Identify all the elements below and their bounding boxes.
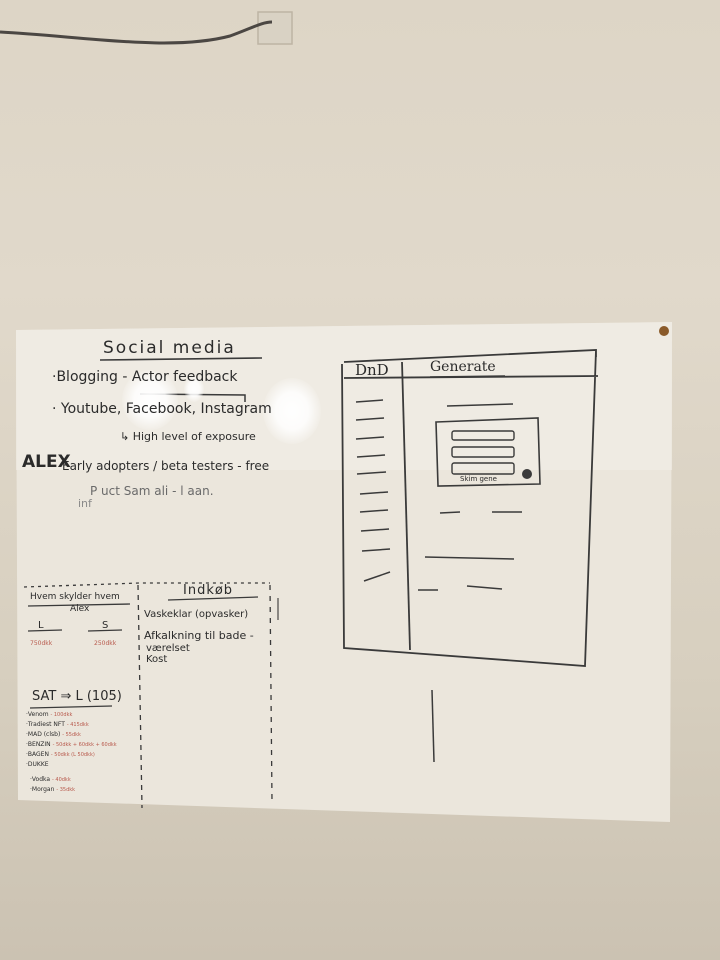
- sketch-list-lines: [355, 399, 391, 582]
- social-line-exposure: ↳ High level of exposure: [120, 430, 256, 443]
- light-glare: [263, 378, 321, 444]
- dotted-right: [269, 584, 273, 803]
- ledger-col-s: S: [102, 620, 109, 631]
- sketch-button-caption: Skim gene: [460, 475, 497, 483]
- ledger-extra-list: ·Vodka - 40dkk ·Morgan - 35dkk: [30, 776, 140, 796]
- sketch-dialog-fields: [451, 430, 515, 475]
- shopping-title: Indkøb: [183, 583, 234, 598]
- list-item: ·MAD (clsb) - 55dkk: [26, 731, 81, 738]
- social-line-blogging: ·Blogging - Actor feedback: [52, 369, 238, 385]
- wall-socket: [257, 11, 293, 45]
- ledger-item-list: ·Venom - 100dkk ·Tradiest NFT - 415dkk ·…: [26, 711, 138, 771]
- ledger-title: Hvem skylder hvem: [30, 592, 120, 602]
- ledger-subtitle: Alex: [70, 604, 90, 614]
- sketch-left-header: DnD: [355, 361, 389, 379]
- power-cable: [0, 20, 273, 45]
- list-item: ·BENZIN - 50dkk + 60dkk + 60dkk: [26, 741, 117, 748]
- ledger-amount-l: 750dkk: [30, 640, 53, 647]
- ledger-amount-s: 250dkk: [94, 640, 117, 647]
- list-item: ·DUKKE: [26, 761, 49, 768]
- title-underline: [99, 357, 263, 361]
- light-glare: [184, 376, 204, 402]
- social-faint-line-2: inf: [78, 497, 92, 510]
- shopping-item-broom: Kost: [146, 654, 168, 665]
- social-title: Social media: [103, 338, 236, 358]
- list-item: ·Vodka - 40dkk: [30, 776, 71, 783]
- shopping-item-dishwasher: Vaskeklar (opvasker): [144, 609, 249, 620]
- sketch-dialog: [435, 417, 541, 487]
- sketch-dialog-icon: [522, 469, 532, 479]
- list-item: ·Morgan - 35dkk: [30, 786, 76, 793]
- list-item: ·Venom - 100dkk: [26, 711, 73, 718]
- social-faint-line: P uct Sam ali - l aan.: [90, 484, 214, 498]
- dotted-divider: [137, 584, 143, 809]
- sketch-divider: [401, 361, 411, 651]
- list-item: ·Tradiest NFT - 415dkk: [26, 721, 89, 728]
- social-alex-line: Early adopters / beta testers - free: [62, 459, 270, 473]
- social-alex-name: ALEX: [22, 452, 71, 472]
- social-line-platforms: · Youtube, Facebook, Instagram: [52, 401, 272, 417]
- sketch-content-lines: [418, 403, 522, 763]
- list-item: ·BAGEN - 50dkk (L 50dkk): [26, 751, 95, 758]
- ledger-total-label: SAT ⇒ L (105): [32, 689, 122, 704]
- light-glare: [122, 370, 178, 430]
- ledger-total: SAT ⇒ L (105): [32, 689, 122, 704]
- ledger-col-l: L: [38, 620, 44, 631]
- shopping-item-descaler: Afkalkning til bade -: [144, 629, 254, 642]
- pin-icon: [659, 326, 669, 336]
- sketch-right-header: Generate: [430, 359, 496, 375]
- shopping-item-descaler-cont: værelset: [146, 643, 190, 654]
